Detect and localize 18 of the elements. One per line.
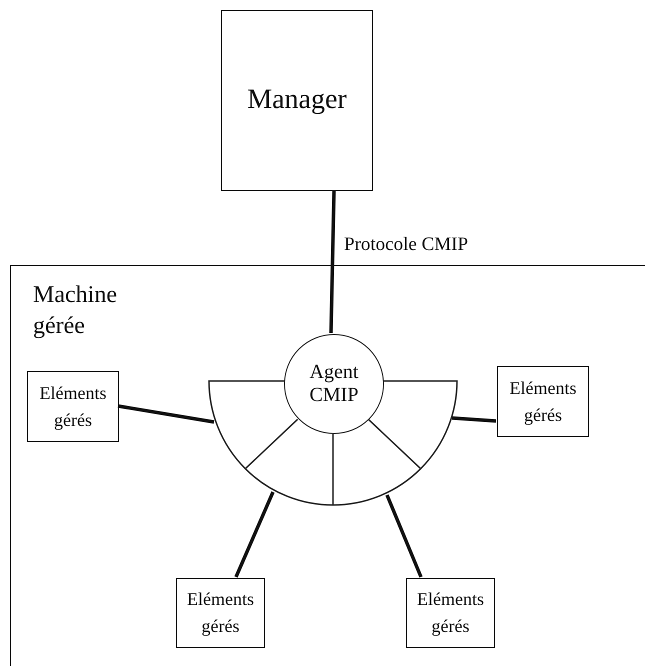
connector-line (385, 494, 423, 578)
group-heading: Machine gérée (33, 281, 118, 342)
connector-line (234, 491, 275, 578)
connector-line (118, 404, 214, 424)
manager-box (221, 10, 373, 191)
connector-line (329, 190, 336, 334)
node-label: Eléments gérés (186, 588, 255, 638)
element-box (27, 371, 119, 442)
node-label: Manager (246, 84, 348, 117)
connector-line (452, 416, 496, 423)
element-box (406, 578, 495, 648)
machine-frame (10, 265, 645, 666)
node-label: Agent CMIP (308, 361, 360, 407)
element-box (176, 578, 265, 648)
element-box (497, 366, 589, 437)
node-label: Eléments gérés (508, 376, 578, 427)
node-label: Eléments gérés (38, 382, 108, 432)
node-label: Eléments gérés (416, 588, 485, 638)
